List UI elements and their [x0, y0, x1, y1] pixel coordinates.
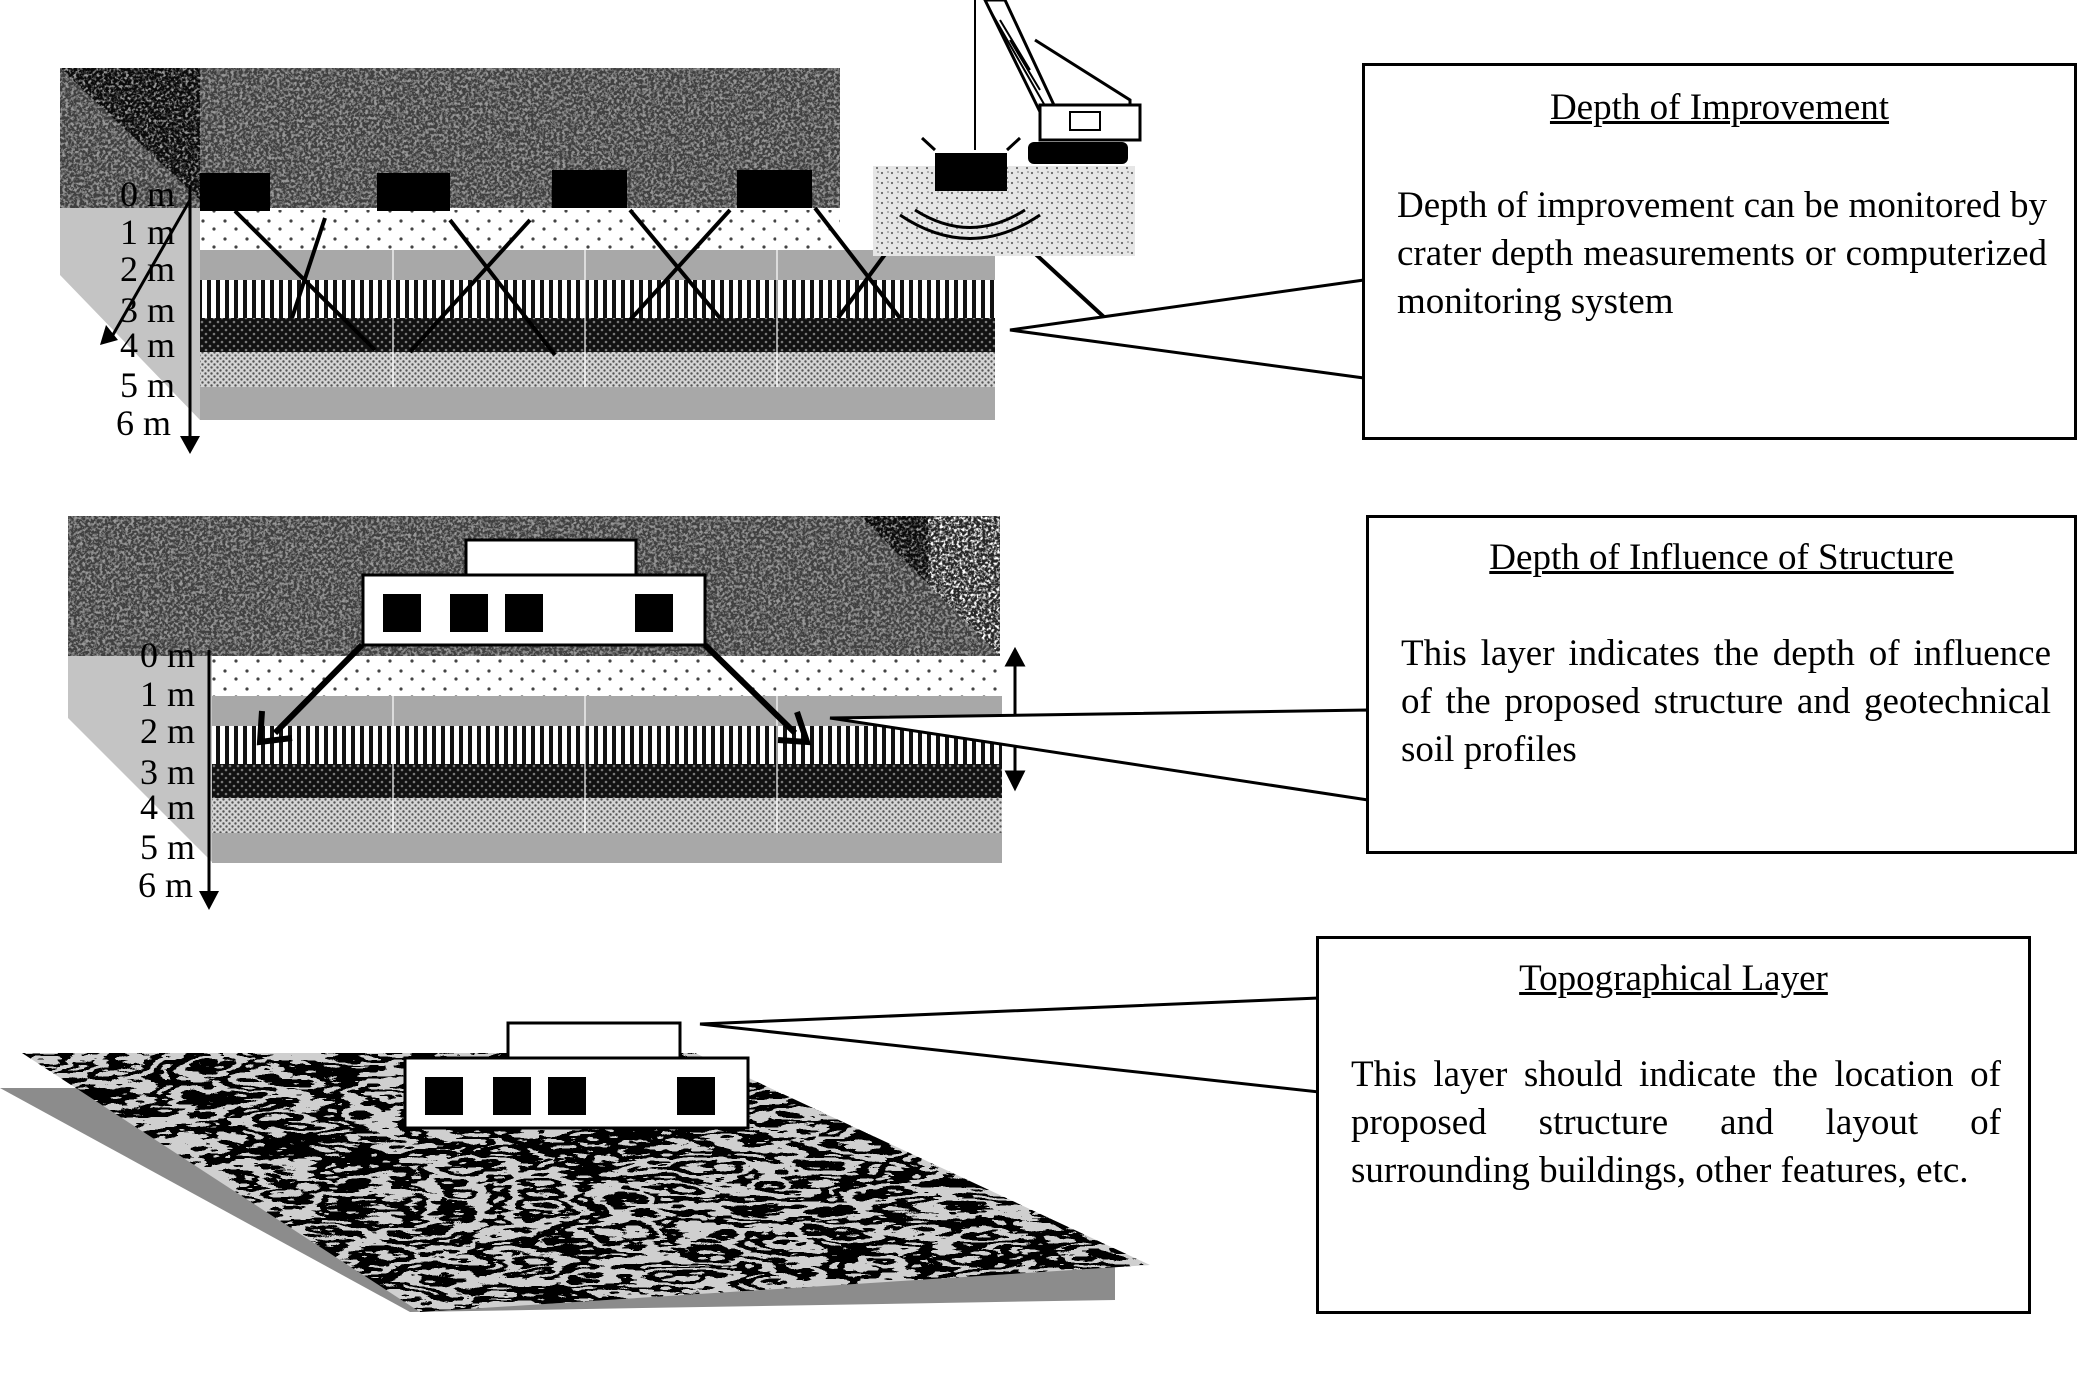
layer-fine-dots — [212, 798, 1002, 833]
building-window — [505, 594, 543, 632]
improvement-soil-block — [60, 68, 995, 420]
depth-label: 5 m — [120, 365, 176, 405]
crane-scene — [873, 0, 1142, 256]
structure-building — [361, 538, 707, 647]
depth-label: 6 m — [138, 865, 194, 905]
pounder-imprint — [200, 173, 270, 211]
building-window — [425, 1077, 463, 1115]
depth-axis-1 — [100, 185, 200, 454]
depth-label: 0 m — [120, 174, 176, 214]
building-window — [677, 1077, 715, 1115]
callout-topographical-layer: Topographical Layer This layer should in… — [1316, 936, 2031, 1314]
depth-label: 5 m — [140, 827, 196, 867]
depth-label: 2 m — [140, 711, 196, 751]
building-window — [493, 1077, 531, 1115]
callout-body: Depth of improvement can be monitored by… — [1397, 185, 2047, 322]
depth-label: 1 m — [120, 212, 176, 252]
building-window — [383, 594, 421, 632]
callout-depth-of-influence: Depth of Influence of Structure This lay… — [1366, 515, 2077, 854]
callout-title: Topographical Layer — [1519, 958, 1828, 999]
pounder-imprint — [377, 173, 450, 211]
building-window — [548, 1077, 586, 1115]
depth-label: 6 m — [116, 403, 172, 443]
callout-pointer — [1009, 278, 1366, 380]
layer-bottom-gray — [200, 387, 995, 420]
depth-label: 3 m — [120, 290, 176, 330]
depth-label: 0 m — [140, 635, 196, 675]
layer-dark — [212, 764, 1002, 798]
depth-label: 4 m — [120, 325, 176, 365]
crane-tracks — [1028, 142, 1128, 164]
layer-gray — [200, 250, 995, 280]
terrain-contours — [22, 1053, 1150, 1312]
building-window — [635, 594, 673, 632]
influence-depth-marker — [1004, 646, 1026, 792]
depth-label: 1 m — [140, 674, 196, 714]
topographical-surface — [0, 1053, 1150, 1312]
callout-depth-of-improvement: Depth of Improvement Depth of improvemen… — [1362, 63, 2077, 440]
callout-body: This layer should indicate the location … — [1351, 1054, 2001, 1191]
pounder-imprint — [552, 170, 627, 208]
depth-label: 3 m — [140, 752, 196, 792]
layer-dark — [200, 318, 995, 352]
layer-fine-dots — [200, 352, 995, 387]
depth-label: 4 m — [140, 787, 196, 827]
crane-body — [1038, 103, 1142, 142]
load-arrows — [256, 642, 812, 746]
pounder-imprint — [737, 170, 812, 208]
topographical-building — [403, 1021, 750, 1130]
building-window — [450, 594, 488, 632]
callout-title: Depth of Influence of Structure — [1489, 537, 1954, 578]
callout-body: This layer indicates the depth of influe… — [1401, 633, 2051, 770]
callout-pointer — [699, 996, 1321, 1094]
tamping-pounder-marks — [200, 170, 812, 211]
crane-pounder — [935, 153, 1007, 191]
depth-axis-2 — [199, 650, 219, 910]
depth-label: 2 m — [120, 249, 176, 289]
callout-title: Depth of Improvement — [1549, 87, 1890, 128]
building-roof — [506, 1021, 682, 1060]
layer-bottom-gray — [212, 833, 1002, 863]
building-roof — [464, 538, 638, 578]
layer-vertical-lines — [212, 726, 1002, 764]
